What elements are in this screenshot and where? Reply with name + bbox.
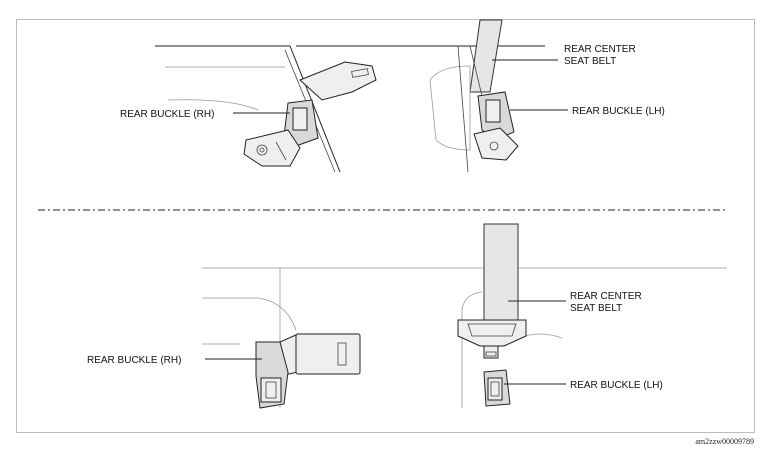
label-bottom-rear-buckle-rh: REAR BUCKLE (RH) <box>87 355 181 366</box>
diagram-frame <box>16 19 755 433</box>
label-top-center-belt-1: REAR CENTER <box>564 44 636 55</box>
label-bottom-rear-buckle-lh: REAR BUCKLE (LH) <box>570 380 663 391</box>
label-bottom-center-belt-2: SEAT BELT <box>570 303 622 314</box>
label-top-rear-buckle-rh: REAR BUCKLE (RH) <box>120 109 214 120</box>
figure-code: am2zzw00009789 <box>695 437 754 446</box>
top-view <box>155 19 545 173</box>
label-top-rear-buckle-lh: REAR BUCKLE (LH) <box>572 106 665 117</box>
label-bottom-center-belt-1: REAR CENTER <box>570 291 642 302</box>
label-top-center-belt-2: SEAT BELT <box>564 56 616 67</box>
bottom-view <box>202 223 727 409</box>
